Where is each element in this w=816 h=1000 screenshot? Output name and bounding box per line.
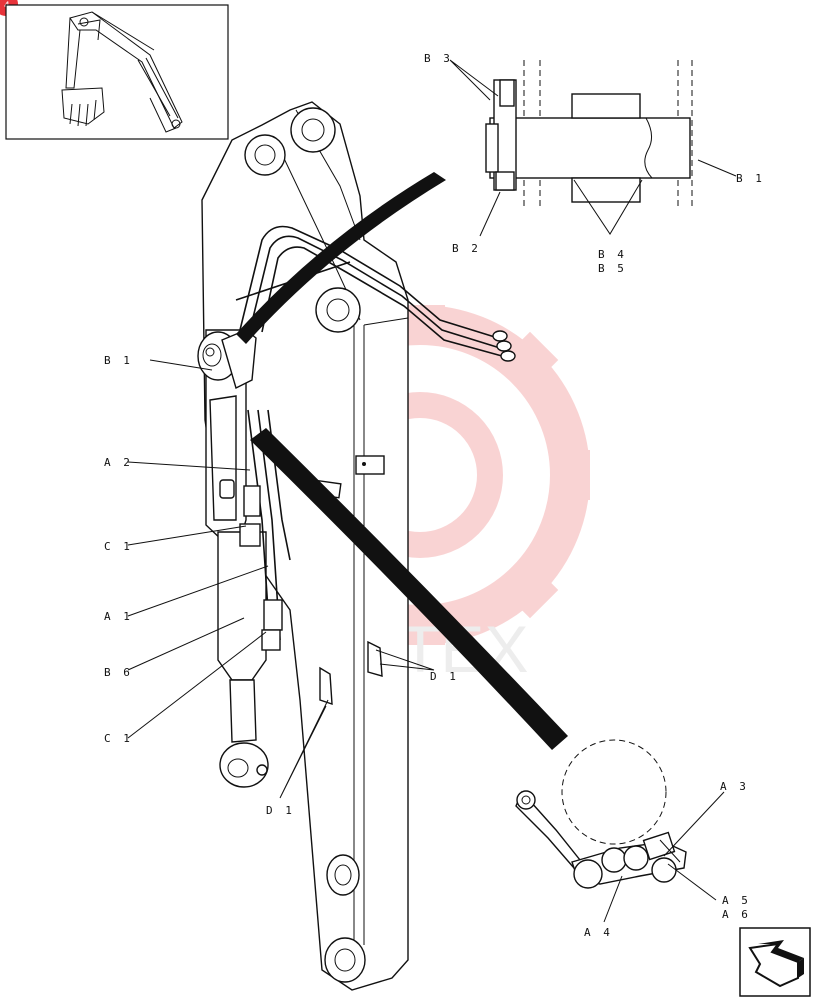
boss-pin-lower: [326, 854, 360, 896]
callout-b1-detail: B 1: [736, 172, 765, 185]
return-arrow-icon[interactable]: [739, 927, 811, 997]
callout-c1-lower: C 1: [104, 732, 133, 745]
cylinder-barrel: [217, 531, 267, 681]
thumbnail-frame: [5, 4, 229, 140]
bushing-upper: [571, 93, 641, 119]
detail-view-clamp: [515, 739, 687, 889]
callout-b4: B 4: [598, 248, 627, 261]
callout-a4: A 4: [584, 926, 613, 939]
boss-pin-top-left: [244, 134, 286, 176]
callout-leaders: [127, 59, 737, 923]
cylinder-rod-eye: [219, 742, 269, 788]
callout-a3: A 3: [720, 780, 749, 793]
clamp-d1-left: [319, 666, 333, 705]
thumbnail-excavator: [61, 11, 183, 133]
hose-fitting-c1-upper: [243, 485, 261, 517]
pin-shaft: [489, 117, 691, 179]
clamp-upper: [355, 455, 385, 475]
callout-a6: A 6: [722, 908, 751, 921]
callout-a1: A 1: [104, 610, 133, 623]
hose-fittings-top: [492, 330, 516, 362]
callout-b6: B 6: [104, 666, 133, 679]
callout-d1-left: D 1: [266, 804, 295, 817]
callout-labels: B 3 B 1 B 2 B 4 B 5 B 1 A 2 C 1 A 1 B 6 …: [104, 52, 765, 939]
boss-pin-top-right: [290, 107, 336, 153]
callout-b3: B 3: [424, 52, 453, 65]
callout-b1: B 1: [104, 354, 133, 367]
cylinder-rod: [229, 679, 257, 743]
detail-view-pin: [485, 60, 693, 210]
hydraulic-hoses: [219, 225, 516, 651]
detail-pointer-bottom: [250, 428, 568, 750]
callout-d1-right: D 1: [430, 670, 459, 683]
callout-c1-upper: C 1: [104, 540, 133, 553]
callout-a5: A 5: [722, 894, 751, 907]
callout-b2: B 2: [452, 242, 481, 255]
hose-fitting-c1-lower: [263, 599, 283, 631]
boss-pin-middle: [315, 287, 361, 333]
callout-b5: B 5: [598, 262, 627, 275]
bushing-lower: [571, 177, 641, 203]
boss-pin-bottom: [324, 937, 366, 983]
callout-a2: A 2: [104, 456, 133, 469]
hydraulic-cylinder: [197, 329, 269, 788]
detail-pointer-top: [236, 172, 446, 344]
